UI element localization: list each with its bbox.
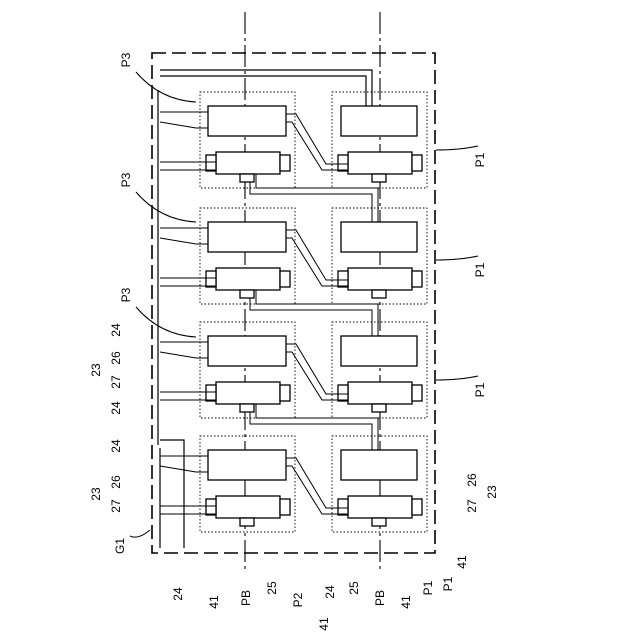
box-26-right (341, 450, 417, 480)
cap (372, 518, 386, 526)
cap (372, 290, 386, 298)
cap-left (240, 404, 254, 412)
box-26-right (341, 336, 417, 366)
connector-right-outer (338, 499, 348, 515)
label-p3-3: P3 (119, 287, 133, 302)
label-26-right: 26 (465, 473, 479, 487)
label-26-upper-left: 26 (109, 351, 123, 365)
module-row-1 (160, 92, 427, 222)
connector-left-outer (206, 271, 216, 287)
leader-p3-3 (136, 307, 196, 337)
leader-p1-2 (436, 256, 478, 260)
connector-left-outer (206, 155, 216, 171)
connector-right-outer (338, 385, 348, 401)
connector-right-outer (338, 271, 348, 287)
cap-left (240, 174, 254, 182)
label-p3-1: P3 (119, 52, 133, 67)
leader-p1-1 (436, 146, 478, 150)
leader-g1 (130, 530, 150, 537)
label-41-right: 41 (455, 555, 469, 569)
link-down-1 (250, 174, 372, 222)
label-24-bottom: 24 (171, 587, 185, 601)
box-26-left (208, 222, 286, 252)
connector-41-left (280, 499, 290, 515)
label-24-lower-left: 24 (109, 439, 123, 453)
label-p1-3: P1 (473, 382, 487, 397)
label-pb-2: PB (373, 590, 387, 606)
label-41-bottom-2: 41 (317, 617, 331, 631)
harness-2 (160, 238, 208, 244)
label-26-lower-left: 26 (109, 475, 123, 489)
label-24-upper-left: 24 (109, 323, 123, 337)
cap-left (240, 290, 254, 298)
connector-41-right (412, 271, 422, 287)
connector-41-left (280, 271, 290, 287)
box-26-right (341, 106, 417, 136)
label-41-bottom-3: 41 (399, 595, 413, 609)
label-25-2: 25 (347, 581, 361, 595)
box-26-left (208, 450, 286, 480)
cap (372, 404, 386, 412)
label-pb-1: PB (239, 590, 253, 606)
label-27-lower-left: 27 (109, 499, 123, 513)
link-down-2 (256, 174, 378, 222)
box-27-right (348, 382, 412, 404)
module-row-2 (160, 208, 427, 338)
link-down-2 (256, 404, 378, 452)
box-27-left (216, 382, 280, 404)
module-row-4 (160, 436, 427, 532)
box-27-right (348, 496, 412, 518)
label-23-lower-left: 23 (89, 487, 103, 501)
box-27-right (348, 152, 412, 174)
label-g1: G1 (113, 538, 127, 554)
label-p1-1: P1 (473, 152, 487, 167)
connector-41-right (412, 499, 422, 515)
connector-41-right (412, 155, 422, 171)
module-group (160, 92, 427, 532)
box-27-left (216, 496, 280, 518)
box-27-left (216, 152, 280, 174)
box-26-left (208, 336, 286, 366)
box-27-right (348, 268, 412, 290)
connector-41-right (412, 385, 422, 401)
label-23-right: 23 (485, 485, 499, 499)
label-p2: P2 (291, 592, 305, 607)
connector-41-left (280, 155, 290, 171)
connector-left-outer (206, 499, 216, 515)
label-27-upper-left: 27 (109, 375, 123, 389)
connector-left-outer (206, 385, 216, 401)
label-p1-2: P1 (473, 262, 487, 277)
link-down-1 (250, 404, 372, 452)
box-26-right (341, 222, 417, 252)
link-down-2 (256, 290, 378, 338)
label-p3-2: P3 (119, 172, 133, 187)
harness-2 (160, 352, 208, 358)
label-24-mid-left: 24 (109, 401, 123, 415)
box-26-left (208, 106, 286, 136)
label-41-bottom-1: 41 (207, 595, 221, 609)
leader-p3-2 (136, 192, 196, 222)
label-group: P3P3P3P1P1P1P1P12441PB25P2412425PB414123… (89, 52, 499, 630)
label-p1-4: P1 (421, 580, 435, 595)
harness-2 (160, 122, 208, 128)
cap (372, 174, 386, 182)
label-23-upper-left: 23 (89, 363, 103, 377)
label-p1-bottom: P1 (441, 576, 455, 591)
connector-41-left (280, 385, 290, 401)
label-27-right: 27 (465, 499, 479, 513)
label-25-1: 25 (265, 581, 279, 595)
cap-left (240, 518, 254, 526)
box-27-left (216, 268, 280, 290)
label-24-bottom-2: 24 (323, 585, 337, 599)
module-row-3 (160, 322, 427, 452)
leader-p1-3 (436, 376, 478, 380)
connector-right-outer (338, 155, 348, 171)
link-down-1 (250, 290, 372, 338)
